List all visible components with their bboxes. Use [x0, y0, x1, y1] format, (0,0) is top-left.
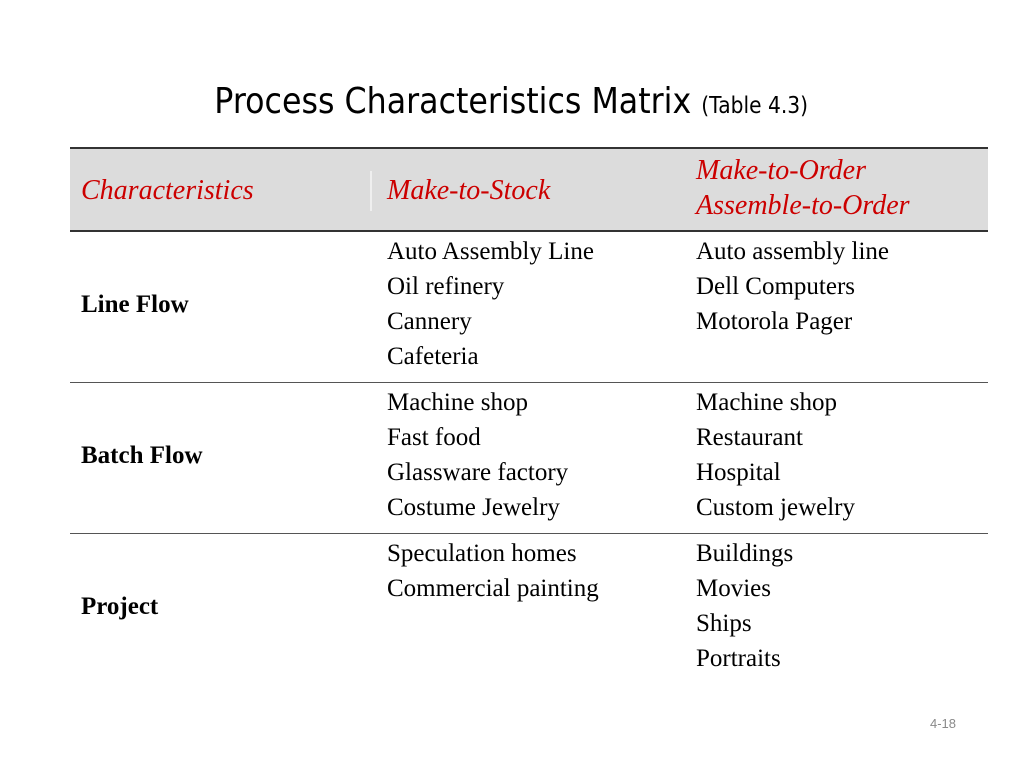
make-to-order-examples: Buildings Movies Ships Portraits	[696, 536, 793, 676]
row-label: Line Flow	[81, 291, 189, 318]
list-item: Custom jewelry	[696, 494, 856, 521]
header-divider	[370, 171, 372, 211]
make-to-stock-examples: Speculation homes Commercial painting	[387, 536, 599, 606]
table-header-row: Characteristics Make-to-Stock Make-to-Or…	[70, 147, 988, 232]
table-row-line-flow: Line Flow Auto Assembly Line Oil refiner…	[70, 232, 988, 383]
list-item: Buildings	[696, 540, 794, 567]
list-item: Cafeteria	[387, 343, 479, 370]
process-matrix-table: Characteristics Make-to-Stock Make-to-Or…	[70, 147, 988, 683]
list-item: Commercial painting	[387, 575, 599, 602]
list-item: Movies	[696, 575, 771, 602]
header-make-to-order: Make-to-Order Assemble-to-Order	[696, 153, 910, 223]
table-row-batch-flow: Batch Flow Machine shop Fast food Glassw…	[70, 383, 988, 534]
slide-title-main: Process Characteristics Matrix	[214, 81, 692, 122]
slide-title: Process Characteristics Matrix (Table 4.…	[61, 80, 962, 128]
list-item: Hospital	[696, 459, 781, 486]
header-make-to-stock: Make-to-Stock	[387, 175, 551, 206]
make-to-order-examples: Auto assembly line Dell Computers Motoro…	[696, 234, 889, 339]
row-label: Project	[81, 593, 159, 620]
list-item: Auto assembly line	[696, 238, 890, 265]
list-item: Dell Computers	[696, 273, 856, 300]
list-item: Ships	[696, 610, 752, 637]
list-item: Machine shop	[387, 389, 528, 416]
make-to-stock-examples: Machine shop Fast food Glassware factory…	[387, 385, 568, 525]
make-to-stock-examples: Auto Assembly Line Oil refinery Cannery …	[387, 234, 594, 374]
row-label: Batch Flow	[81, 442, 203, 469]
list-item: Machine shop	[696, 389, 837, 416]
list-item: Costume Jewelry	[387, 494, 560, 521]
table-row-project: Project Speculation homes Commercial pai…	[70, 534, 988, 683]
header-make-to-order-line1: Make-to-Order	[696, 155, 867, 186]
list-item: Auto Assembly Line	[387, 238, 594, 265]
list-item: Motorola Pager	[696, 308, 853, 335]
header-make-to-order-line2: Assemble-to-Order	[696, 190, 910, 221]
list-item: Speculation homes	[387, 540, 577, 567]
list-item: Glassware factory	[387, 459, 569, 486]
list-item: Fast food	[387, 424, 481, 451]
list-item: Restaurant	[696, 424, 803, 451]
make-to-order-examples: Machine shop Restaurant Hospital Custom …	[696, 385, 855, 525]
list-item: Oil refinery	[387, 273, 505, 300]
page-number: 4-18	[930, 716, 957, 731]
header-characteristics: Characteristics	[81, 175, 254, 206]
list-item: Cannery	[387, 308, 472, 335]
slide-title-sub: (Table 4.3)	[701, 93, 809, 119]
list-item: Portraits	[696, 645, 781, 672]
